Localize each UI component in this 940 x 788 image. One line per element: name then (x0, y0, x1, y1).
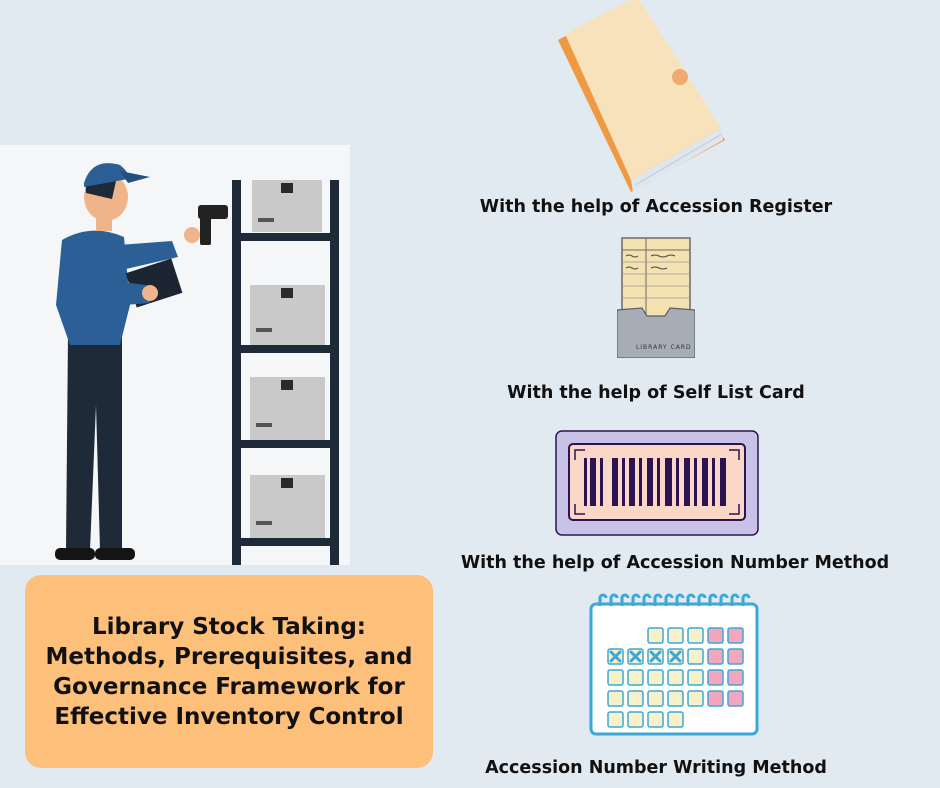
page-title: Library Stock Taking: Methods, Prerequis… (45, 613, 413, 730)
worker-scanning-shelves-illustration (55, 163, 339, 565)
method-label-accession-register: With the help of Accession Register (479, 197, 833, 217)
library-card-icon (617, 237, 695, 358)
shelf-box-3-icon (250, 377, 325, 440)
shelf-box-2-icon (250, 285, 325, 345)
title-box: Library Stock Taking: Methods, Prerequis… (25, 575, 433, 768)
shelf-box-1-icon (252, 180, 322, 232)
worker-figure-icon (55, 163, 228, 560)
method-label-accession-number-method: With the help of Accession Number Method (460, 553, 890, 573)
method-label-self-list-card: With the help of Self List Card (507, 383, 805, 403)
method-label-accession-number-writing: Accession Number Writing Method (485, 758, 827, 778)
shelf-box-4-icon (250, 475, 325, 538)
worker-illustration-panel (0, 145, 350, 565)
library-card-caption: LIBRARY CARD (635, 344, 692, 351)
barcode-icon (555, 430, 759, 536)
book-icon (558, 0, 725, 192)
calendar-icon (589, 593, 759, 736)
